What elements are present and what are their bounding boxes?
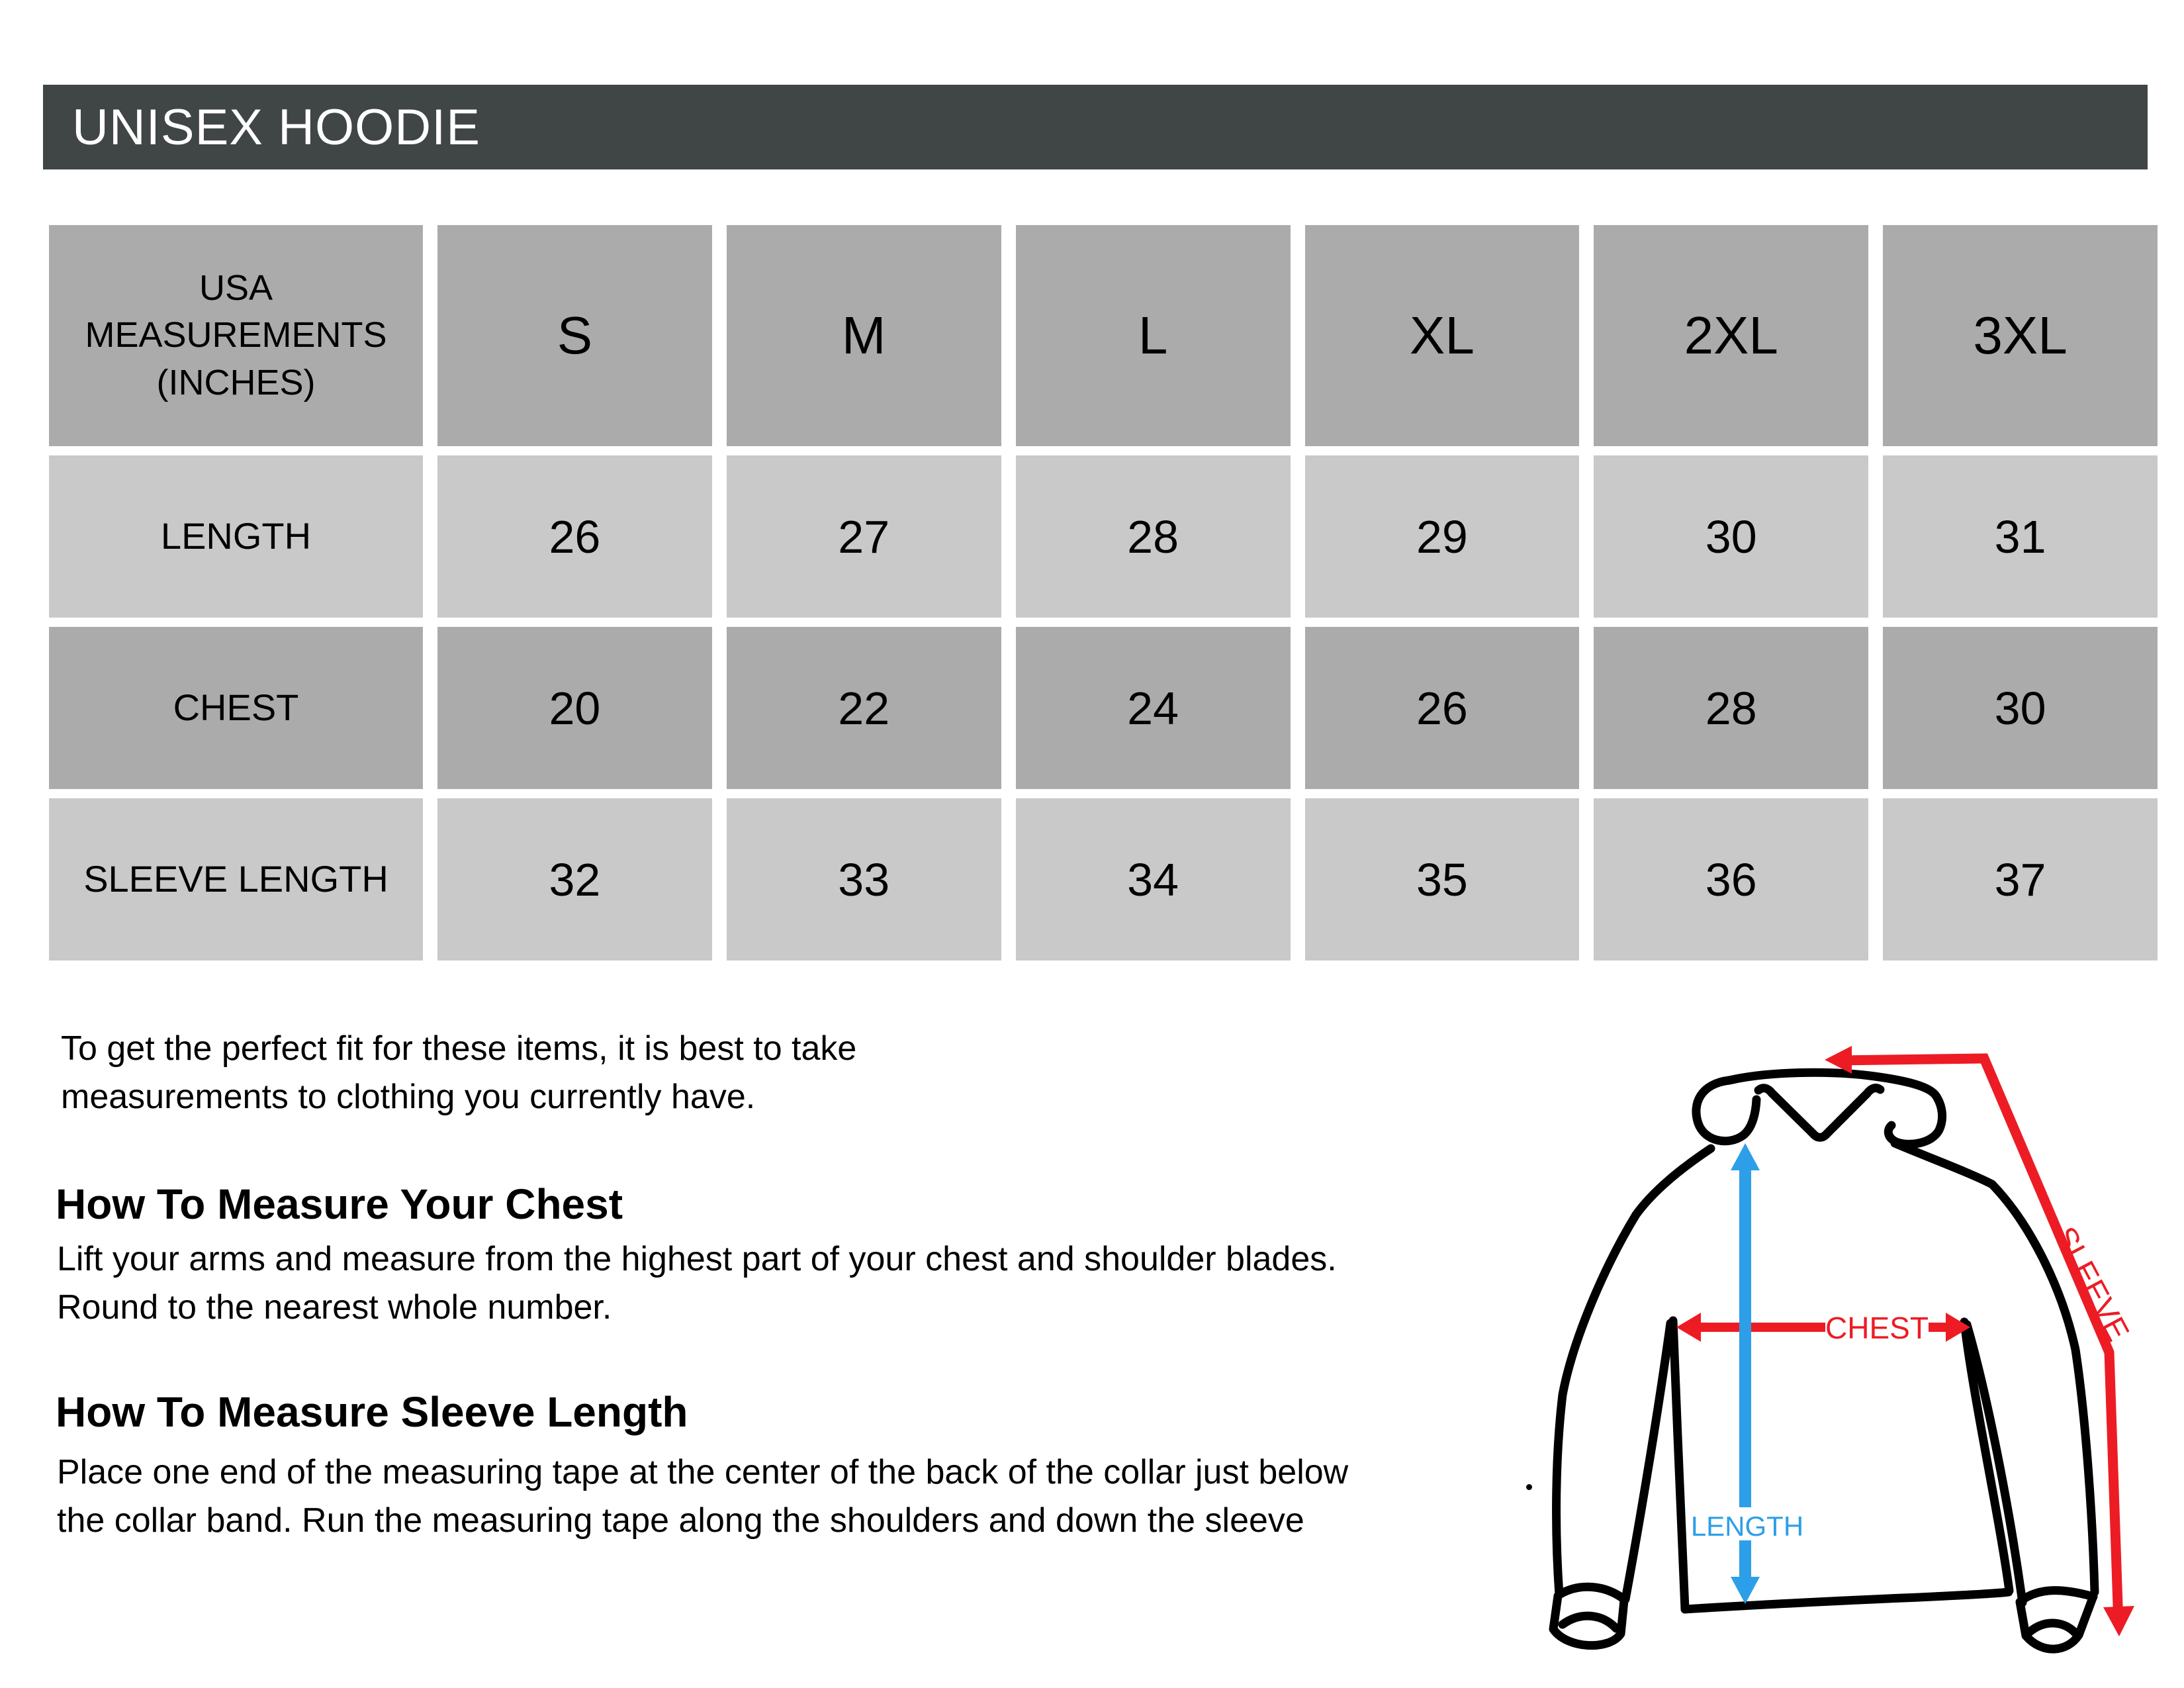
size-value-cell: 35 (1304, 798, 1580, 961)
left-body-edge-path (1668, 1316, 1690, 1614)
size-value-cell: 20 (437, 627, 712, 789)
length-arrow-head-top-icon (1731, 1143, 1760, 1170)
size-column-header: XL (1304, 225, 1580, 446)
size-value-cell: 27 (726, 455, 1001, 618)
size-value-cell: 34 (1015, 798, 1291, 961)
chest-section-heading: How To Measure Your Chest (56, 1180, 623, 1228)
sleeve-arrow-line (1836, 1053, 2124, 1626)
sleeve-label: SLEEVE (2046, 1221, 2135, 1347)
sleeve-arrow-head-bottom-icon (2103, 1606, 2134, 1636)
right-cuff-top-path (2017, 1586, 2098, 1605)
left-cuff-band-path (1549, 1591, 1629, 1650)
hoodie-measurement-diagram: SLEEVE CHEST LENGTH (1549, 1046, 2136, 1654)
page-title: UNISEX HOODIE (72, 99, 480, 156)
size-column-header: 2XL (1594, 225, 1869, 446)
sleeve-body-line-1: Place one end of the measuring tape at t… (57, 1453, 1349, 1491)
size-value-cell: 29 (1304, 455, 1580, 618)
length-label: LENGTH (1691, 1511, 1803, 1542)
size-value-cell: 24 (1015, 627, 1291, 789)
right-arm-outer-path (1890, 1139, 2099, 1597)
size-column-header: 3XL (1883, 225, 2158, 446)
left-sleeve-seam-path (1621, 1319, 1675, 1604)
size-value-cell: 36 (1594, 798, 1869, 961)
sleeve-arrow-head-left-icon (1825, 1046, 1852, 1074)
measurement-row-label: SLEEVE LENGTH (49, 798, 423, 961)
chest-section-body: Lift your arms and measure from the high… (57, 1235, 1337, 1332)
size-value-cell: 31 (1883, 455, 2158, 618)
right-cuff-inner-path (2025, 1618, 2079, 1637)
sleeve-body-line-2: the collar band. Run the measuring tape … (57, 1501, 1304, 1540)
chest-arrow-head-right-icon (1946, 1313, 1970, 1342)
measurement-row-label: CHEST (49, 627, 423, 789)
intro-paragraph: To get the perfect fit for these items, … (61, 1025, 856, 1121)
size-value-cell: 22 (726, 627, 1001, 789)
measurement-row-label: LENGTH (49, 455, 423, 618)
size-value-cell: 26 (437, 455, 712, 618)
chest-body-line-2: Round to the nearest whole number. (57, 1288, 612, 1327)
size-value-cell: 37 (1883, 798, 2158, 961)
collar-path (1754, 1084, 1885, 1142)
title-bar: UNISEX HOODIE (43, 85, 2148, 169)
right-body-edge-path (1960, 1317, 2014, 1595)
chest-arrow-head-left-icon (1676, 1313, 1701, 1342)
left-cuff-top-path (1555, 1582, 1629, 1604)
hood-path (1725, 1068, 1947, 1149)
sleeve-section-body: Place one end of the measuring tape at t… (57, 1448, 1348, 1545)
length-arrow-head-bottom-icon (1731, 1577, 1760, 1604)
size-column-header: M (726, 225, 1001, 446)
table-corner-header: USA MEASUREMENTS (INCHES) (49, 225, 423, 446)
size-value-cell: 30 (1594, 455, 1869, 618)
size-value-cell: 26 (1304, 627, 1580, 789)
stray-dot (1526, 1484, 1532, 1490)
left-cuff-inner-path (1558, 1611, 1621, 1633)
hood-left-curl-path (1692, 1076, 1761, 1146)
right-cuff-band-path (2015, 1593, 2097, 1654)
size-column-header: S (437, 225, 712, 446)
chest-label: CHEST (1825, 1311, 1929, 1345)
size-value-cell: 30 (1883, 627, 2158, 789)
left-arm-outer-path (1552, 1144, 1715, 1599)
hem-path (1680, 1587, 2013, 1614)
size-column-header: L (1015, 225, 1291, 446)
intro-line-1: To get the perfect fit for these items, … (61, 1029, 857, 1068)
chest-body-line-1: Lift your arms and measure from the high… (57, 1240, 1337, 1278)
hoodie-outline (1549, 1068, 2099, 1654)
size-value-cell: 32 (437, 798, 712, 961)
size-value-cell: 28 (1015, 455, 1291, 618)
size-value-cell: 28 (1594, 627, 1869, 789)
size-value-cell: 33 (726, 798, 1001, 961)
intro-line-2: measurements to clothing you currently h… (61, 1078, 756, 1116)
sleeve-section-heading: How To Measure Sleeve Length (56, 1388, 688, 1436)
right-sleeve-seam-path (1962, 1320, 2027, 1607)
